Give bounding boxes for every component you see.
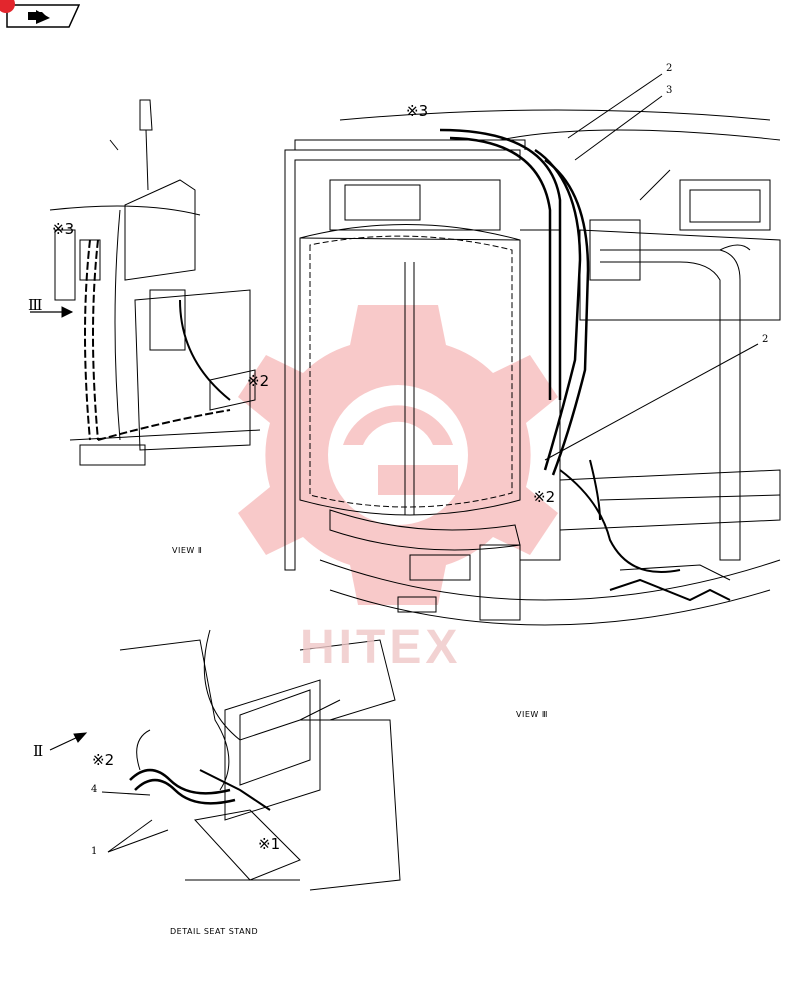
callout-ref3-top: ※3 [406,102,429,120]
view-arrow-label-2: Ⅱ [33,742,44,760]
callout-ref2-detail: ※2 [92,751,115,769]
part-number-2-top: 2 [666,63,673,74]
caption-view-2: VIEW Ⅱ [172,546,203,555]
callout-ref1-detail: ※1 [258,835,281,853]
part-number-4: 4 [91,784,98,795]
back-nav-button[interactable] [0,0,81,28]
accent-dot [0,0,15,13]
view-arrow-label-3: Ⅲ [28,296,43,314]
callout-ref2-main: ※2 [533,488,556,506]
callout-ref2-left: ※2 [247,372,270,390]
part-number-1: 1 [91,846,98,857]
callout-ref3-left: ※3 [52,220,75,238]
watermark-gear-logo [238,305,558,605]
caption-view-3: VIEW Ⅲ [516,710,548,719]
watermark-text: HITEX [300,621,462,674]
arrow-back-icon [6,4,81,28]
caption-detail-seat-stand: DETAIL SEAT STAND [170,927,259,936]
part-number-2-right: 2 [762,334,769,345]
part-number-3-top: 3 [666,85,673,96]
line-art [30,73,781,891]
